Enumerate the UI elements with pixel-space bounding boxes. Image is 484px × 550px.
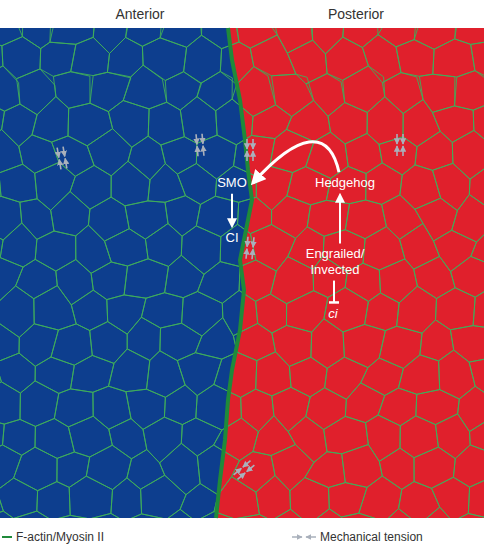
tension-pair (57, 147, 67, 170)
cell-edges (0, 28, 484, 518)
compartment-boundary (216, 28, 252, 518)
tension-pair (196, 134, 204, 156)
cell-network (0, 28, 484, 518)
legend-text: Mechanical tension (320, 530, 423, 544)
legend-line-sample (2, 536, 12, 538)
tension-pair (234, 461, 255, 480)
tension-pair (247, 139, 253, 161)
gene-label: CI (223, 229, 242, 247)
tension-pair (397, 134, 403, 156)
activation-arrow (231, 194, 233, 226)
gene-label: ci (325, 305, 340, 323)
node-text: SMO (217, 175, 247, 191)
inhibition-arrow (333, 281, 335, 303)
node-text: CI (226, 230, 239, 246)
gene-label: Hedgehog (312, 174, 378, 192)
legend-text: F-actin/Myosin II (16, 530, 104, 544)
tension-pair (246, 237, 254, 259)
legend-tension-sample (292, 537, 316, 538)
node-text: Hedgehog (315, 175, 375, 191)
region-label: Posterior (328, 6, 384, 22)
node-text: Engrailed/ Invected (299, 246, 371, 277)
gene-label: SMO (214, 174, 250, 192)
tension-arrows (57, 134, 403, 480)
activation-arrow (339, 195, 341, 244)
region-label: Anterior (115, 6, 164, 22)
gene-label: Engrailed/ Invected (296, 245, 374, 278)
node-text: ci (328, 306, 337, 322)
